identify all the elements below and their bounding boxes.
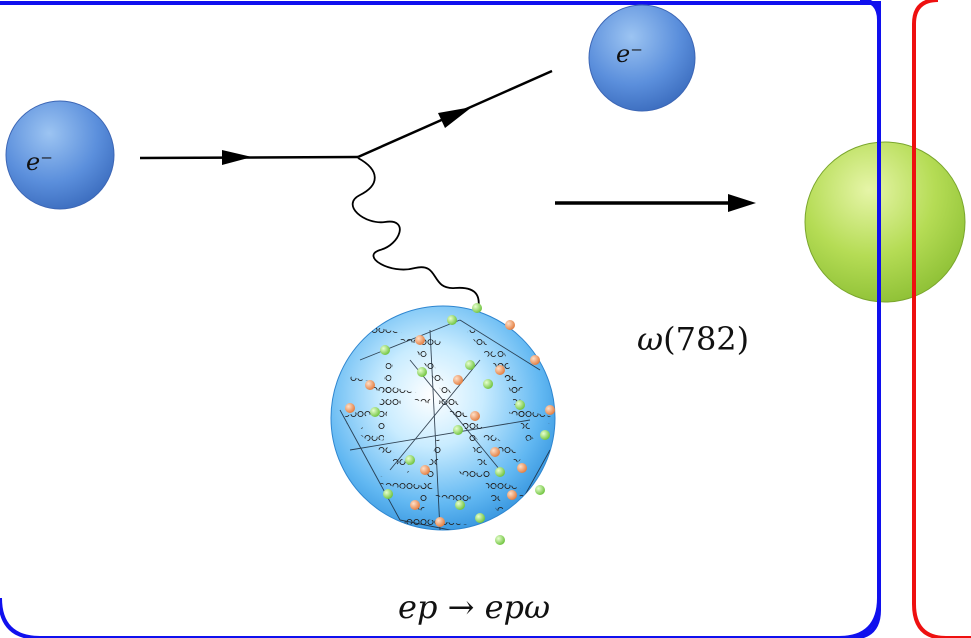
incoming-electron-arrowhead (222, 150, 252, 165)
frame-left-blue-top-edge (849, 0, 881, 638)
reaction-label: ep → epω (398, 588, 551, 626)
incoming-electron (5, 100, 115, 210)
outgoing-electron-label: e⁻ (616, 40, 643, 68)
omega-meson (804, 141, 966, 303)
quarks (345, 303, 555, 545)
omega-mass: (782) (663, 320, 750, 358)
gluon-network (339, 319, 551, 530)
outgoing-electron-arrowhead (438, 107, 472, 128)
proton (330, 303, 556, 545)
omega-symbol: ω (637, 320, 664, 358)
reaction-arrowhead (728, 194, 756, 212)
outgoing-electron (588, 4, 696, 112)
virtual-photon-line (351, 157, 480, 311)
incoming-electron-label: e⁻ (26, 148, 53, 176)
frame-right-red (912, 0, 971, 638)
omega-meson-label: ω(782) (637, 320, 749, 358)
